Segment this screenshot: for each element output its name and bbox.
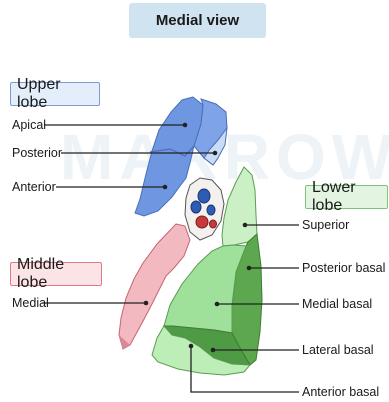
label-anterior: Anterior bbox=[12, 180, 56, 194]
bronchus-upper bbox=[191, 201, 201, 213]
label-posterior-basal: Posterior basal bbox=[302, 261, 385, 275]
label-superior: Superior bbox=[302, 218, 349, 232]
pulmonary-vein-upper bbox=[196, 216, 208, 228]
label-lateral-basal: Lateral basal bbox=[302, 343, 374, 357]
bronchus-lower bbox=[207, 205, 215, 215]
label-posterior: Posterior bbox=[12, 146, 62, 160]
pulmonary-vein-lower bbox=[210, 220, 217, 228]
label-apical: Apical bbox=[12, 118, 46, 132]
lower-lobe-superior-segment bbox=[222, 167, 257, 246]
pulmonary-artery bbox=[198, 189, 210, 203]
label-medial: Medial bbox=[12, 296, 49, 310]
label-anterior-basal: Anterior basal bbox=[302, 385, 379, 399]
label-medial-basal: Medial basal bbox=[302, 297, 372, 311]
